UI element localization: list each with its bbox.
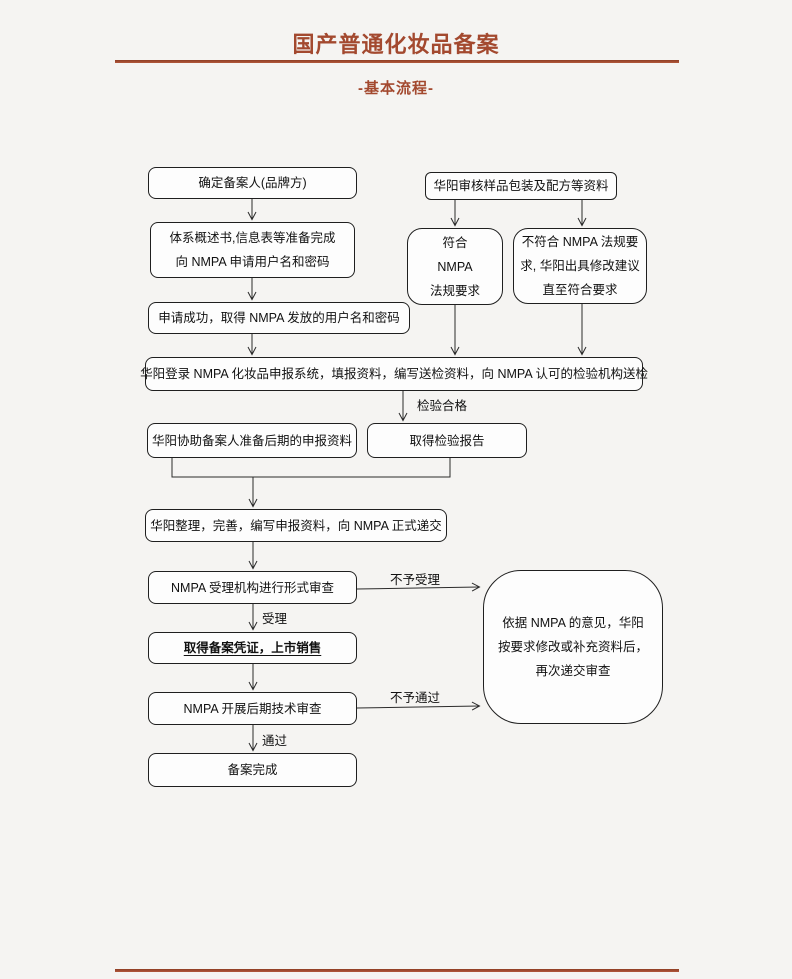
flow-node-text: 求, 华阳出具修改建议 (520, 259, 640, 273)
flow-node-review-sample-docs: 华阳审核样品包装及配方等资料 (425, 172, 617, 200)
flow-node-prepare-system-docs: 体系概述书,信息表等准备完成向 NMPA 申请用户名和密码 (150, 222, 355, 278)
flow-node-text: 再次递交审查 (535, 664, 611, 678)
flow-node-text: NMPA 开展后期技术审查 (183, 701, 322, 716)
flow-node-obtain-certificate: 取得备案凭证，上市销售 (148, 632, 357, 664)
flow-node-formal-review: NMPA 受理机构进行形式审查 (148, 571, 357, 604)
flow-node-text: 向 NMPA 申请用户名和密码 (175, 255, 330, 269)
edge-label: 受理 (262, 612, 288, 626)
edge-label: 通过 (262, 734, 288, 748)
flow-node-revise-resubmit: 依据 NMPA 的意见，华阳按要求修改或补充资料后， 再次递交审查 (483, 570, 663, 724)
flow-node-text: 申请成功，取得 NMPA 发放的用户名和密码 (158, 311, 400, 325)
flow-node-get-test-report: 取得检验报告 (367, 423, 527, 458)
flow-node-text: 华阳审核样品包装及配方等资料 (433, 179, 609, 193)
flow-node-text: 体系概述书,信息表等准备完成 (169, 231, 336, 245)
flow-node-text: 备案完成 (227, 763, 278, 777)
flow-node-filing-complete: 备案完成 (148, 753, 357, 787)
edge-label: 不予受理 (390, 573, 441, 587)
flow-node-non-compliant: 不符合 NMPA 法规要求, 华阳出具修改建议直至符合要求 (513, 228, 647, 304)
edge-label: 检验合格 (417, 399, 468, 413)
flow-node-text: 法规要求 (429, 283, 480, 298)
header-rule (115, 60, 679, 63)
flow-node-text: 华阳协助备案人准备后期的申报资料 (151, 433, 352, 448)
flow-node-text: 按要求修改或补充资料后， (497, 640, 648, 654)
flow-node-text: NMPA 受理机构进行形式审查 (171, 580, 334, 595)
flow-node-text: 确定备案人(品牌方) (198, 176, 307, 190)
flow-edge (171, 458, 451, 478)
flow-node-text: 符合 (442, 235, 468, 250)
flow-node-text: 取得检验报告 (409, 433, 485, 448)
flow-node-text: 华阳整理，完善，编写申报资料，向 NMPA 正式递交 (150, 518, 442, 533)
footer-rule (115, 969, 679, 972)
flow-node-technical-review: NMPA 开展后期技术审查 (148, 692, 357, 725)
flow-node-text: 取得备案凭证，上市销售 (183, 641, 322, 655)
flow-edge (356, 701, 481, 711)
page-subtitle: -基本流程- (358, 80, 434, 97)
flow-node-text: 不符合 NMPA 法规要 (521, 235, 639, 249)
flow-node-text: 直至符合要求 (542, 283, 618, 297)
flow-node-text: 依据 NMPA 的意见，华阳 (502, 616, 644, 630)
flow-node-compliant: 符合 NMPA 法规要求 (407, 228, 503, 305)
flow-node-organize-submit: 华阳整理，完善，编写申报资料，向 NMPA 正式递交 (145, 509, 447, 542)
flow-edge (356, 582, 481, 592)
flow-node-assist-later-docs: 华阳协助备案人准备后期的申报资料 (147, 423, 357, 458)
edge-label: 不予通过 (390, 691, 441, 705)
flow-node-login-submit-system: 华阳登录 NMPA 化妆品申报系统，填报资料，编写送检资料，向 NMPA 认可的… (140, 357, 648, 391)
flow-node-obtain-credentials: 申请成功，取得 NMPA 发放的用户名和密码 (148, 302, 410, 334)
flow-node-text: 华阳登录 NMPA 化妆品申报系统，填报资料，编写送检资料，向 NMPA 认可的… (140, 367, 648, 381)
flow-node-text: NMPA (437, 259, 473, 274)
page-title: 国产普通化妆品备案 (292, 32, 500, 57)
flow-node-determine-filer: 确定备案人(品牌方) (148, 167, 357, 199)
